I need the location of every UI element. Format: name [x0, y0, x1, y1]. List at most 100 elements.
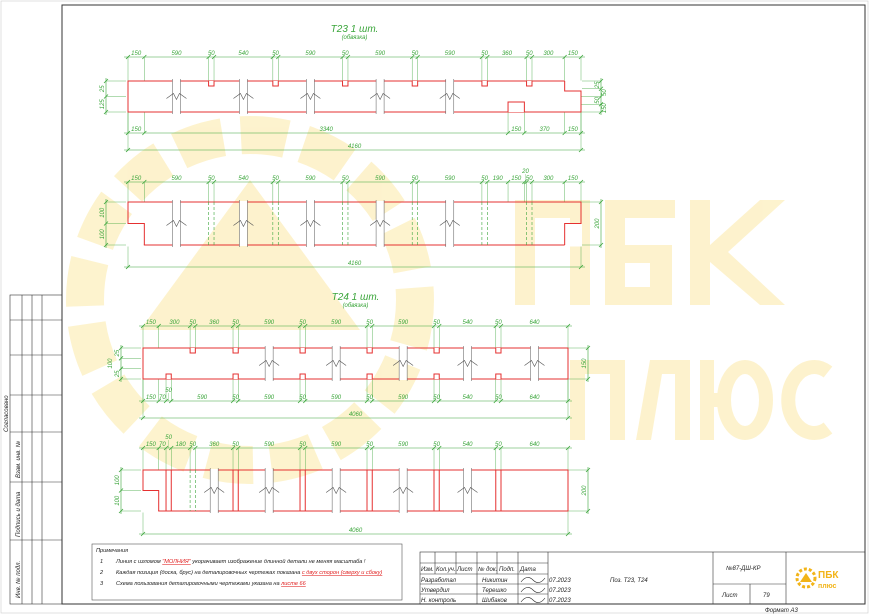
dimension-label: 50	[342, 51, 349, 57]
notch	[495, 348, 502, 354]
dimension-label: 150	[146, 320, 157, 326]
dimension-label: 70	[159, 442, 166, 448]
watermark-lettering-2	[570, 360, 833, 440]
dimension-label: 370	[540, 127, 551, 133]
title-block-name: Шибаков	[482, 598, 507, 604]
dimension-label: 50	[481, 176, 488, 182]
dimension-tick	[168, 398, 174, 404]
note-text-part: Линия с изломом	[115, 559, 162, 565]
dimension-tick	[168, 445, 174, 451]
logo-subtext: плюс	[818, 583, 837, 590]
dimension-label: 590	[331, 395, 342, 401]
dimension-tick	[230, 323, 236, 329]
break-line-icon	[524, 360, 545, 368]
dimension-label: 150	[568, 176, 579, 182]
dimension-tick	[565, 445, 571, 451]
notch	[366, 348, 373, 354]
dimension-tick	[140, 415, 146, 421]
watermark-gear-icon	[66, 116, 434, 484]
dimension-label: 50	[366, 320, 373, 326]
signature-icon	[520, 597, 546, 603]
dimension-tick	[270, 54, 276, 60]
title-block-sheet-label: Лист	[721, 593, 737, 599]
dimension-tick	[140, 323, 146, 329]
dimension-label: 360	[502, 51, 513, 57]
dimension-label: 640	[529, 442, 540, 448]
note-highlight: с двух сторон (сверху и сбоку)	[302, 570, 382, 576]
note-text-part: укорачивает изображение длинной детали н…	[191, 558, 366, 565]
part-outline	[142, 347, 569, 380]
break-line-icon	[325, 487, 347, 495]
break-line-icon	[457, 487, 478, 495]
notch	[433, 348, 440, 354]
dimension-label: 50	[433, 320, 440, 326]
dimension-tick	[505, 179, 511, 185]
dimension-tick	[187, 323, 193, 329]
break-gap	[399, 347, 408, 380]
dimension-label: 50	[495, 442, 502, 448]
part-subtitle: (обвязка)	[343, 303, 369, 309]
dimension-label: 50	[189, 320, 196, 326]
dimension-tick	[156, 445, 161, 451]
dimension-tick	[193, 323, 198, 329]
dimension-label: 100	[115, 475, 121, 486]
note-number: 2	[99, 570, 104, 576]
end-step	[564, 81, 581, 92]
dimension-label: 50	[299, 442, 306, 448]
title-block-name: Терешко	[482, 588, 507, 594]
dimension-label: 640	[529, 395, 540, 401]
break-line-icon	[166, 220, 187, 228]
dimension-tick	[578, 264, 584, 270]
dimension-label: 100	[100, 207, 106, 218]
dimension-label: 150	[146, 442, 157, 448]
signature-icon	[520, 587, 546, 593]
title-block-name: Никитин	[482, 578, 508, 584]
dimension-label: 540	[238, 176, 249, 182]
notch	[208, 81, 215, 87]
break-gap	[332, 469, 341, 512]
notch	[366, 373, 373, 379]
dimension-label: 50	[412, 176, 419, 182]
dimension-tick	[498, 445, 504, 451]
break-gap	[445, 201, 454, 246]
dimension-label: 25	[115, 349, 121, 357]
break-line-icon	[166, 93, 187, 101]
dimension-tick	[578, 179, 584, 185]
dimension-tick	[340, 54, 345, 60]
break-line-icon	[300, 93, 321, 101]
dimension-label: 100	[108, 358, 114, 369]
notch	[299, 373, 306, 379]
break-line-icon	[369, 220, 391, 228]
notch	[299, 348, 306, 354]
dimension-label: 590	[398, 395, 409, 401]
dimension-tick	[369, 445, 375, 451]
title-block-date: 07.2023	[549, 598, 571, 604]
dimension-tick	[436, 445, 442, 451]
dimension-label: 590	[264, 442, 275, 448]
watermark-lettering-1	[515, 200, 785, 305]
break-gap	[265, 347, 274, 380]
dimension-tick	[565, 323, 571, 329]
dimension-label: 150	[568, 127, 579, 133]
note-text: Линия с изломом "МОЛНИЯ" укорачивает изо…	[115, 558, 366, 565]
break-gap	[376, 201, 385, 246]
dimension-tick	[163, 398, 169, 404]
dimension-label: 590	[171, 51, 182, 57]
dimension-tick	[364, 445, 370, 451]
break-gap	[530, 347, 539, 380]
title-block-role: Разработал	[421, 578, 457, 584]
dimension-tick	[125, 54, 131, 60]
watermark-logo	[66, 116, 833, 484]
dimension-label: 540	[462, 395, 473, 401]
notch	[433, 373, 440, 379]
dimension-label: 150	[146, 395, 157, 401]
dimension-label: 360	[209, 320, 220, 326]
dimension-label: 50	[412, 51, 419, 57]
break-line-icon	[369, 93, 391, 101]
break-gap	[265, 469, 274, 512]
dimension-tick	[415, 54, 420, 60]
break-gap	[332, 347, 341, 380]
